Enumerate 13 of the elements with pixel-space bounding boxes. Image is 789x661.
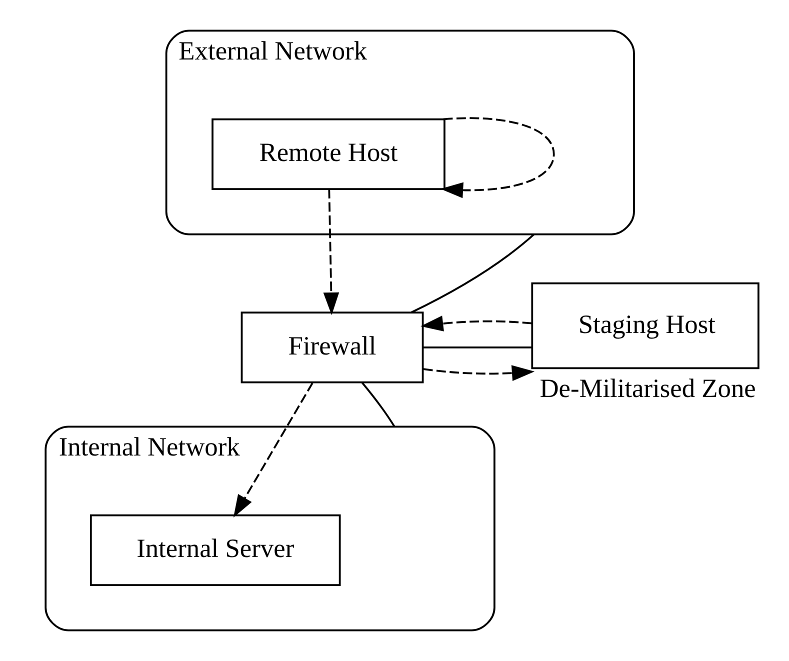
node-box: Firewall — [240, 312, 424, 384]
arrow — [420, 316, 532, 332]
arrow — [233, 382, 314, 518]
connector — [361, 382, 396, 428]
node-box: Remote Host — [212, 118, 446, 190]
node-box: Internal Server — [90, 514, 341, 586]
connector — [423, 346, 532, 348]
node-label: De-Militarised Zone — [540, 372, 756, 403]
arrow — [440, 117, 555, 198]
connector — [410, 234, 535, 314]
arrow — [323, 189, 340, 316]
node-box: Staging Host — [531, 282, 760, 370]
arrow — [423, 365, 535, 381]
